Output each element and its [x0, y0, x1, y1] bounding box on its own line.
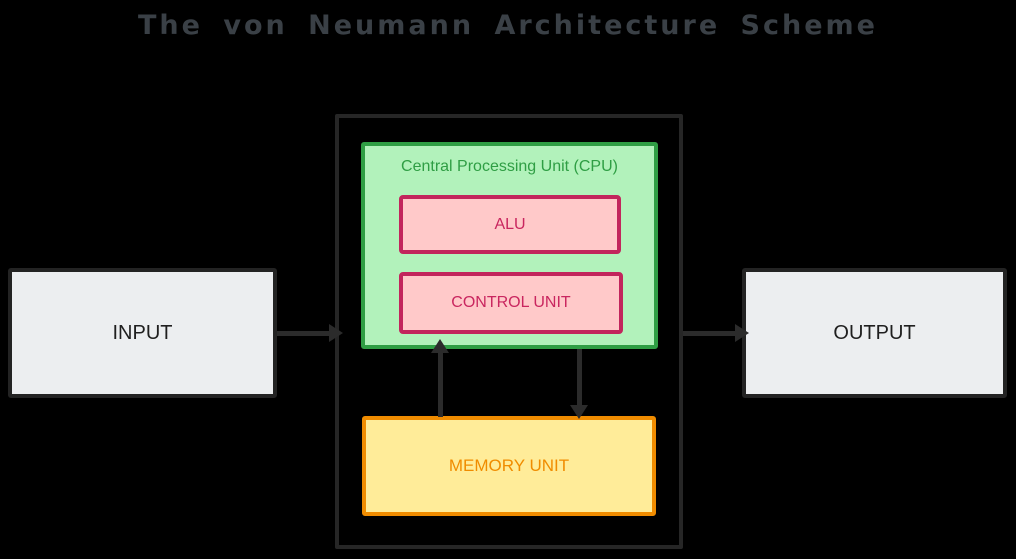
memory-unit-box: MEMORY UNIT — [362, 416, 656, 516]
control-unit-label: CONTROL UNIT — [451, 294, 571, 311]
alu-label: ALU — [494, 215, 526, 233]
input-box: INPUT — [8, 268, 277, 398]
arrow-right-head-icon — [329, 324, 343, 342]
arrow-right-head-icon — [735, 324, 749, 342]
cpu-label: Central Processing Unit (CPU) — [401, 158, 618, 175]
control-unit-box: CONTROL UNIT — [399, 272, 623, 334]
arrow-shaft — [577, 349, 582, 407]
input-label: INPUT — [112, 321, 173, 344]
arrow-shaft — [277, 331, 330, 336]
arrow-shaft — [683, 331, 736, 336]
output-box: OUTPUT — [742, 268, 1007, 398]
arrow-down-head-icon — [570, 405, 588, 419]
alu-box: ALU — [399, 195, 621, 254]
memory-unit-label: MEMORY UNIT — [448, 456, 570, 475]
arrow-shaft — [438, 351, 443, 417]
arrow-up-head-icon — [431, 339, 449, 353]
output-label: OUTPUT — [833, 321, 916, 344]
diagram-title: The von Neumann Architecture Scheme — [138, 10, 878, 41]
